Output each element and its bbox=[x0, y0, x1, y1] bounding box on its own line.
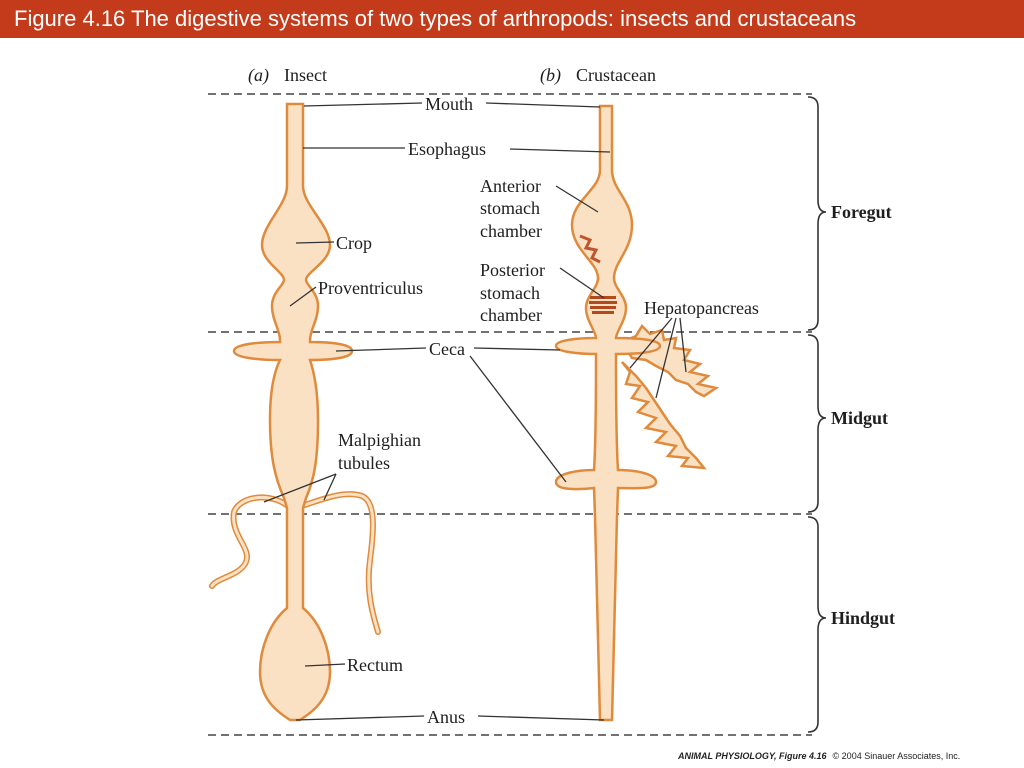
malpighian-label-line1: Malpighian bbox=[338, 430, 421, 450]
panel-a-label: (a) bbox=[248, 65, 269, 86]
anterior-label-line1: Anterior bbox=[480, 176, 541, 196]
panel-b-title: Crustacean bbox=[576, 65, 656, 85]
crop-label: Crop bbox=[336, 233, 372, 253]
figure-title: Figure 4.16 The digestive systems of two… bbox=[14, 6, 857, 31]
hindgut-label: Hindgut bbox=[831, 608, 895, 628]
foregut-label: Foregut bbox=[831, 202, 892, 222]
leader-lines bbox=[263, 102, 687, 721]
proventriculus-label: Proventriculus bbox=[318, 278, 423, 298]
midgut-label: Midgut bbox=[831, 408, 888, 428]
malpighian-tubule-left bbox=[209, 494, 291, 589]
malpighian-tubule-right-fill bbox=[300, 492, 380, 634]
malpighian-tubule-left-fill bbox=[210, 495, 290, 588]
foregut-brace bbox=[807, 96, 827, 331]
credit-line: ANIMAL PHYSIOLOGY, Figure 4.16© 2004 Sin… bbox=[677, 751, 960, 761]
anterior-label-line2: stomach bbox=[480, 198, 540, 218]
hepatopancreas-label: Hepatopancreas bbox=[644, 298, 759, 318]
posterior-label-line1: Posterior bbox=[480, 260, 545, 280]
malpighian-tubule-right bbox=[299, 491, 381, 635]
ceca-label: Ceca bbox=[429, 339, 465, 359]
panel-a-title: Insect bbox=[284, 65, 327, 85]
esophagus-label: Esophagus bbox=[408, 139, 486, 159]
anterior-label-line3: chamber bbox=[480, 221, 542, 241]
midgut-brace bbox=[807, 334, 827, 513]
panel-b-letter: (b) bbox=[540, 65, 561, 86]
posterior-label-line2: stomach bbox=[480, 283, 540, 303]
title-bar: Figure 4.16 The digestive systems of two… bbox=[0, 0, 1024, 38]
crustacean-gut-body bbox=[554, 104, 662, 722]
rectum-label: Rectum bbox=[347, 655, 403, 675]
insect-gut-body bbox=[232, 102, 354, 722]
hindgut-brace bbox=[807, 516, 827, 733]
posterior-label-line3: chamber bbox=[480, 305, 542, 325]
insect-gut bbox=[209, 102, 381, 722]
anterior-chamber-teeth bbox=[579, 234, 601, 264]
mouth-label: Mouth bbox=[425, 94, 473, 114]
anus-label: Anus bbox=[427, 707, 465, 727]
crustacean-gut bbox=[554, 104, 720, 722]
malpighian-label-line2: tubules bbox=[338, 453, 390, 473]
hepatopancreas-lower-lobe bbox=[621, 361, 707, 470]
